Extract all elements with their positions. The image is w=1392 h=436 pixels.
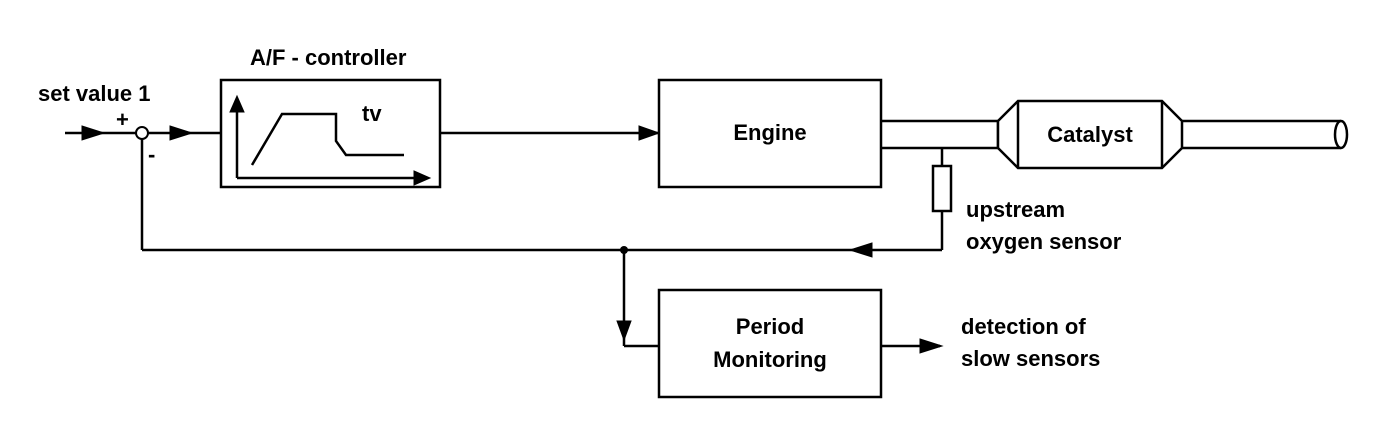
input-signal <box>65 125 136 141</box>
minus-sign: - <box>148 142 155 167</box>
controller-response-curve <box>250 112 404 166</box>
plus-sign: + <box>116 107 129 132</box>
controller-step-response-graph <box>229 94 432 186</box>
output-label-line2: slow sensors <box>961 346 1100 371</box>
sensor-label-line1: upstream <box>966 197 1065 222</box>
summing-junction <box>135 126 149 140</box>
graph-y-arrowhead <box>229 94 245 113</box>
exhaust-pipe-upstream <box>881 119 1000 150</box>
engine-label: Engine <box>733 120 806 145</box>
sensor-label-line2: oxygen sensor <box>966 229 1122 254</box>
junction-to-controller-line <box>148 125 221 141</box>
exhaust-pipe-outlet <box>1333 119 1349 150</box>
period-monitoring-block <box>657 288 883 399</box>
monitor-label-line1: Period <box>736 314 804 339</box>
output-label-line1: detection of <box>961 314 1086 339</box>
input-arrowhead <box>81 125 106 141</box>
controller-title: A/F - controller <box>250 45 407 70</box>
graph-x-arrowhead <box>413 170 432 186</box>
set-value-label: set value 1 <box>38 81 151 106</box>
catalyst-label: Catalyst <box>1047 122 1133 147</box>
monitor-label-line2: Monitoring <box>713 347 827 372</box>
upstream-oxygen-sensor <box>931 148 953 250</box>
af-controller-block <box>219 78 442 189</box>
engine-block <box>657 78 883 189</box>
branch-to-monitoring-line <box>616 250 659 348</box>
feedback-line <box>140 139 942 258</box>
oxygen-sensor-body <box>931 164 953 213</box>
feedback-arrowhead <box>848 242 873 258</box>
controller-param-tv: tv <box>362 101 382 126</box>
monitoring-output-line <box>881 338 944 354</box>
controller-to-engine-line <box>440 125 661 141</box>
exhaust-pipe-downstream <box>1182 119 1349 150</box>
